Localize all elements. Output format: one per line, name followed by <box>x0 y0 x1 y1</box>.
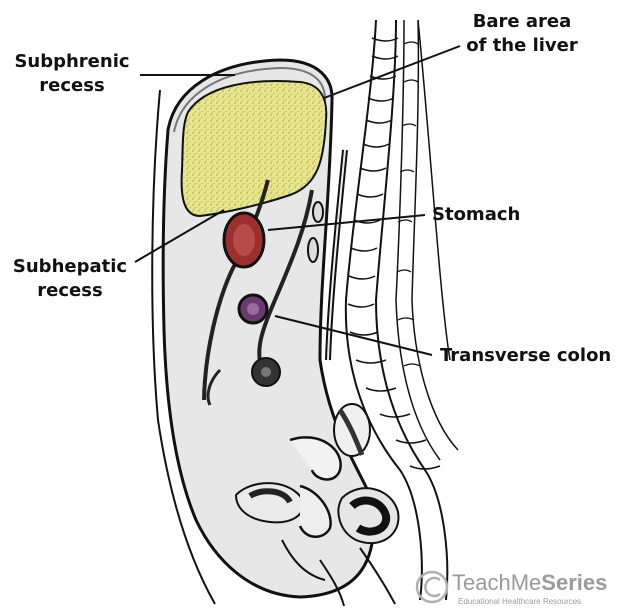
label-subphrenic-line-1: Subphrenic <box>8 50 136 74</box>
label-subphrenic-recess: Subphrenic recess <box>8 50 136 98</box>
watermark-brand: TeachMeSeries <box>452 571 607 595</box>
label-subhepatic-line-2: recess <box>8 279 132 303</box>
label-transverse-colon-text: Transverse colon <box>440 345 611 366</box>
watermark-text-teachme: TeachMe <box>452 570 541 595</box>
pointer-bare-area <box>324 46 460 98</box>
label-stomach-text: Stomach <box>432 204 520 225</box>
label-bare-area-of-liver: Bare area of the liver <box>460 10 584 58</box>
stomach-lumen <box>233 224 255 256</box>
watermark-text-series: Series <box>541 570 607 595</box>
label-subphrenic-line-2: recess <box>8 74 136 98</box>
label-bare-area-line-1: Bare area <box>460 10 584 34</box>
transverse-colon-lumen <box>247 303 259 315</box>
duodenum <box>308 238 318 262</box>
pancreas <box>313 202 323 222</box>
label-stomach: Stomach <box>432 203 520 227</box>
small-intestine-lumen <box>261 367 271 377</box>
watermark-tagline-text: Educational Healthcare Resources <box>458 597 581 606</box>
watermark-tagline: Educational Healthcare Resources <box>458 597 581 607</box>
label-subhepatic-recess: Subhepatic recess <box>8 255 132 303</box>
label-subhepatic-line-1: Subhepatic <box>8 255 132 279</box>
label-transverse-colon: Transverse colon <box>440 344 611 368</box>
label-bare-area-line-2: of the liver <box>460 34 584 58</box>
